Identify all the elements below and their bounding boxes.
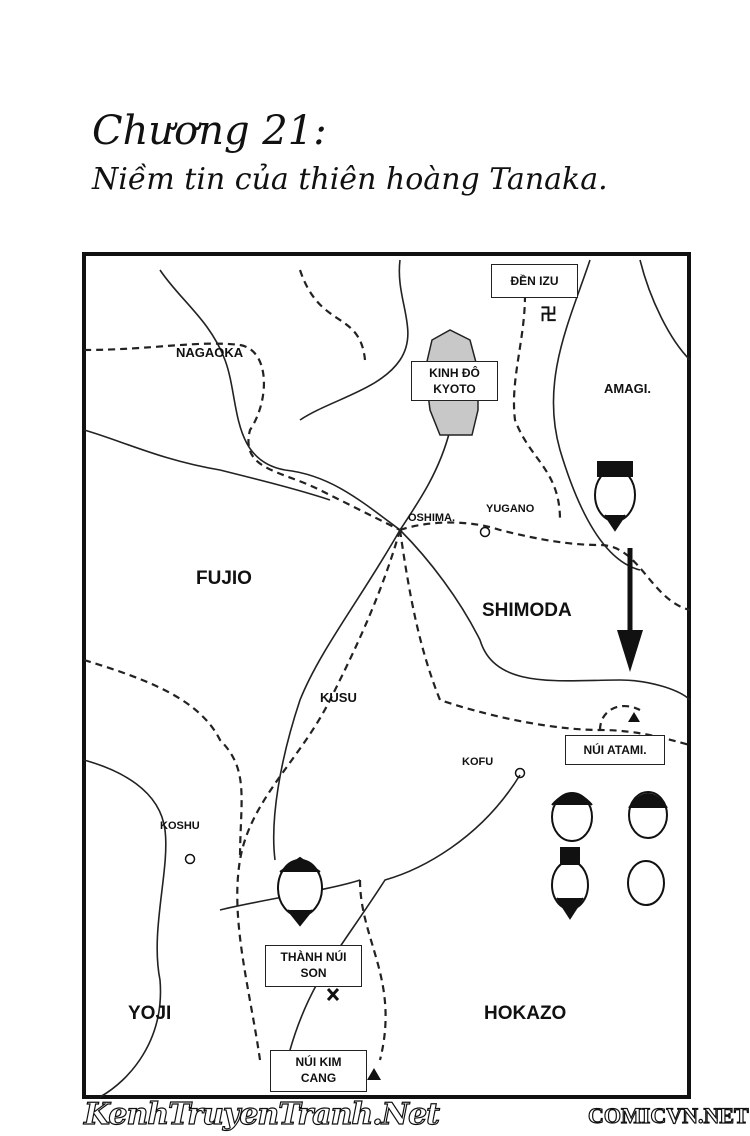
town-markers (184, 526, 526, 865)
chapter-number: Chương 21: (92, 108, 327, 154)
face-tenmaru (277, 856, 323, 927)
son-line-1: THÀNH NÚI (280, 950, 347, 964)
region-fujio: FUJIO (196, 568, 252, 589)
region-kusu: KUSU (320, 690, 357, 705)
region-hokazo: HOKAZO (484, 1003, 567, 1024)
label-kyoto: KINH ĐÔ KYOTO (411, 361, 498, 401)
kyoto-line-1: KINH ĐÔ (429, 366, 480, 380)
face-1 (551, 792, 593, 842)
label-izu-shrine: ĐỀN IZU (491, 264, 578, 298)
town-kofu: KOFU (462, 756, 494, 768)
watermark-kenhtruyentranh: KenhTruyenTranh.Net (83, 1096, 440, 1132)
mountain-atami-icon (628, 712, 640, 722)
face-shimoda (594, 461, 636, 532)
face-4 (627, 860, 665, 906)
region-nagaoka: NAGAOKA (176, 345, 244, 360)
label-kimcang: NÚI KIM CANG (270, 1050, 367, 1092)
chapter-title: Niềm tin của thiên hoàng Tanaka. (92, 162, 608, 197)
face-3 (551, 847, 589, 920)
battle-x-icon (326, 987, 340, 1002)
region-yoji: YOJI (128, 1003, 172, 1024)
borders (83, 269, 691, 1061)
son-line-2: SON (300, 966, 327, 980)
mountain-kimcang-icon (367, 1068, 381, 1080)
town-koshu: KOSHU (160, 820, 200, 832)
temple-icon: 卍 (540, 305, 557, 325)
label-atami: NÚI ATAMI. (565, 735, 665, 765)
kyoto-line-2: KYOTO (433, 382, 476, 396)
kimcang-line-1: NÚI KIM (295, 1055, 342, 1069)
rivers (83, 259, 691, 1098)
character-faces (277, 461, 668, 927)
town-oshima: OSHIMA. (408, 512, 456, 524)
label-son-castle: THÀNH NÚI SON (265, 945, 362, 987)
arrow-south-icon (617, 548, 643, 672)
region-shimoda: SHIMODA (482, 600, 572, 621)
watermark-comicvn: COMICVN.NET (587, 1102, 749, 1128)
kimcang-line-2: CANG (300, 1071, 337, 1085)
map-frame (82, 252, 691, 1099)
region-amagi: AMAGI. (604, 381, 651, 396)
face-2 (628, 791, 668, 839)
town-yugano: YUGANO (486, 503, 535, 515)
